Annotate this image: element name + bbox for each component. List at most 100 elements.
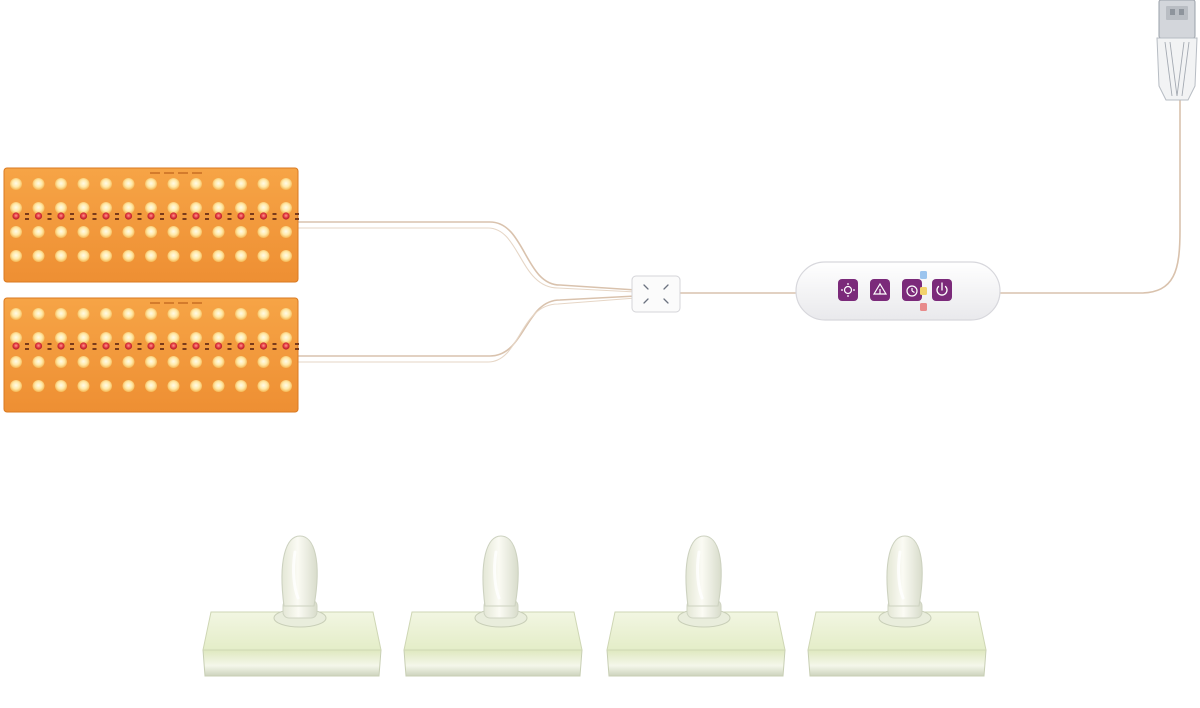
usb-plug xyxy=(1156,0,1198,101)
warm-led xyxy=(145,380,157,392)
warm-led xyxy=(190,380,202,392)
warm-led xyxy=(212,356,225,368)
warm-led xyxy=(212,178,225,190)
warm-led xyxy=(257,250,270,262)
warm-led xyxy=(10,308,22,320)
warm-led xyxy=(280,332,292,344)
warm-led xyxy=(190,308,202,320)
warm-led xyxy=(122,380,135,392)
warm-led xyxy=(212,202,225,214)
warm-led xyxy=(77,226,90,238)
warm-led xyxy=(145,202,157,214)
warm-led xyxy=(167,380,180,392)
red-led xyxy=(147,342,155,350)
red-led xyxy=(34,342,43,350)
warm-led xyxy=(10,380,22,392)
cable-controller-to-usb xyxy=(996,98,1181,294)
warm-led xyxy=(280,178,292,190)
warm-led xyxy=(280,202,292,214)
red-led xyxy=(282,212,290,220)
power-icon xyxy=(936,282,948,296)
warm-led xyxy=(145,356,157,368)
red-led xyxy=(214,342,223,350)
warm-led xyxy=(167,226,180,238)
adhesive-mount xyxy=(807,535,987,677)
cable-upper-panel-2 xyxy=(298,227,637,293)
warm-led xyxy=(10,250,22,262)
warm-led xyxy=(55,178,67,190)
timer-button[interactable] xyxy=(902,279,922,301)
warm-led xyxy=(77,178,90,190)
warm-led xyxy=(190,250,202,262)
warm-led xyxy=(32,250,45,262)
red-led xyxy=(124,212,133,220)
adhesive-mount xyxy=(403,535,583,677)
warm-led xyxy=(190,178,202,190)
warm-led xyxy=(167,308,180,320)
warm-led xyxy=(55,202,67,214)
warm-led xyxy=(257,332,270,344)
red-led xyxy=(192,342,200,350)
red-led xyxy=(237,342,245,350)
warm-led xyxy=(122,332,135,344)
warm-led xyxy=(100,308,112,320)
warm-led xyxy=(145,332,157,344)
warm-led xyxy=(212,226,225,238)
warm-led xyxy=(190,226,202,238)
led-panel xyxy=(3,167,299,283)
warm-led xyxy=(32,356,45,368)
warm-led xyxy=(167,178,180,190)
adhesive-mount xyxy=(202,535,382,677)
warm-led xyxy=(10,178,22,190)
warm-led xyxy=(257,202,270,214)
warm-led xyxy=(257,380,270,392)
red-led xyxy=(12,342,20,350)
warm-led xyxy=(10,226,22,238)
warm-led xyxy=(10,202,22,214)
warm-led xyxy=(235,226,247,238)
cable-lower-panel-2 xyxy=(298,297,637,363)
adhesive-mount xyxy=(606,535,786,677)
red-led xyxy=(57,342,65,350)
warm-led xyxy=(100,380,112,392)
warm-led xyxy=(212,308,225,320)
mount-clip xyxy=(281,535,318,607)
red-led xyxy=(102,342,110,350)
warm-led xyxy=(122,250,135,262)
warm-led xyxy=(167,250,180,262)
spectrum-button[interactable] xyxy=(838,279,858,301)
red-led xyxy=(282,342,290,350)
warm-led xyxy=(145,250,157,262)
warm-led xyxy=(32,332,45,344)
warm-led xyxy=(100,178,112,190)
warm-led xyxy=(280,380,292,392)
red-led xyxy=(237,212,245,220)
warm-led xyxy=(100,250,112,262)
cable-lower-panel xyxy=(298,295,637,357)
red-led xyxy=(57,212,65,220)
warm-led xyxy=(212,250,225,262)
red-led xyxy=(34,212,43,220)
warm-led xyxy=(122,308,135,320)
warm-led xyxy=(122,178,135,190)
warm-led xyxy=(10,356,22,368)
warm-led xyxy=(145,178,157,190)
cable-upper-panel xyxy=(298,221,637,291)
warm-led xyxy=(235,380,247,392)
red-led xyxy=(169,212,178,220)
warm-led xyxy=(32,178,45,190)
brightness-button[interactable] xyxy=(870,279,890,301)
warm-led xyxy=(167,332,180,344)
led-panels xyxy=(3,167,299,413)
warm-led xyxy=(10,332,22,344)
warm-led xyxy=(257,308,270,320)
warm-led xyxy=(122,356,135,368)
warm-led xyxy=(280,308,292,320)
warm-led xyxy=(190,332,202,344)
adhesive-mounts xyxy=(202,535,987,677)
warm-led xyxy=(77,250,90,262)
warm-led xyxy=(257,356,270,368)
mount-clip xyxy=(482,535,519,607)
red-led xyxy=(124,342,133,350)
power-button[interactable] xyxy=(932,279,952,301)
